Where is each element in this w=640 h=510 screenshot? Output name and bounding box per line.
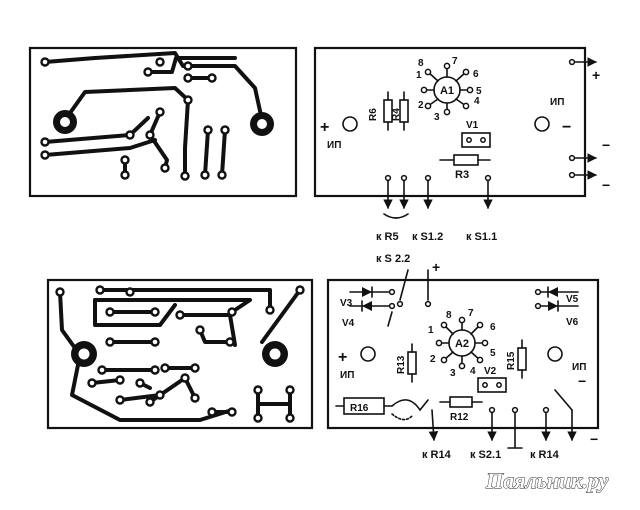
label-minus-mid-right: − <box>602 137 610 153</box>
label-v3: V3 <box>340 298 353 309</box>
board-1-mount-holes <box>342 116 550 132</box>
a2-pin-4: 4 <box>470 366 476 377</box>
component-v1: V1 <box>461 120 491 148</box>
watermark: Паяльник.ру <box>485 468 609 493</box>
pin-4: 4 <box>474 96 480 107</box>
pin-7: 7 <box>452 56 458 67</box>
resistor-r15: R15 <box>506 339 527 379</box>
board-2-pads <box>55 285 305 423</box>
resistor-r3: R3 <box>439 154 491 181</box>
a2-pin-7: 7 <box>468 308 474 319</box>
diode-v6: V6 <box>534 300 579 328</box>
chip-a1-pin-numbers: 1 2 3 4 5 6 7 8 <box>416 56 482 123</box>
board-1-mount-rings <box>53 110 274 136</box>
resistor-r12: R12 <box>439 396 483 423</box>
label-ip-left: ИП <box>327 140 341 151</box>
board-2-mount-holes <box>360 346 563 362</box>
diode-v3: V3 <box>340 286 396 309</box>
label-v5: V5 <box>566 294 579 305</box>
a2-pin-8: 8 <box>446 310 452 321</box>
label-a2: A2 <box>455 338 469 350</box>
chip-a2-pads <box>435 316 489 370</box>
label-to-s11: к S1.1 <box>466 231 497 243</box>
board-1-component-side: A1 1 2 3 4 5 6 7 8 <box>313 46 610 243</box>
resistor-r4: R4 <box>391 91 409 131</box>
board-1-right-leads: + − − <box>568 57 610 193</box>
board-1-pads <box>40 57 230 181</box>
label-minus-b2: − <box>578 373 586 389</box>
switch-s22-leads: к S 2.2 + <box>376 253 440 327</box>
chip-a1: A1 1 2 3 4 5 6 7 8 <box>416 56 482 123</box>
board-2-copper-side <box>46 278 314 430</box>
component-v2: V2 <box>477 366 507 393</box>
label-plus-top-right: + <box>592 67 600 83</box>
label-v2: V2 <box>484 366 497 377</box>
pin-6: 6 <box>473 69 479 80</box>
resistor-r13: R13 <box>396 343 417 383</box>
label-minus-b2-bottom: − <box>590 431 598 447</box>
label-a1: A1 <box>440 85 454 97</box>
board-1-output-leads <box>383 174 493 219</box>
pin-1: 1 <box>416 70 422 81</box>
label-minus-bot-right: − <box>602 177 610 193</box>
pin-5: 5 <box>476 86 482 97</box>
a2-pin-5: 5 <box>490 348 496 359</box>
label-r15: R15 <box>506 351 517 370</box>
label-ip-b2-left: ИП <box>340 370 354 381</box>
label-r16: R16 <box>350 403 369 414</box>
label-r13: R13 <box>396 355 407 374</box>
diode-v4: V4 <box>342 300 396 329</box>
board-2-component-side: V3 V4 V5 V6 к S 2.2 + <box>326 253 600 461</box>
board-2-mount-rings <box>71 341 288 367</box>
label-plus-b2: + <box>338 349 347 366</box>
label-plus-left: + <box>320 119 329 136</box>
chip-a2-pin-numbers: 1 2 3 4 5 6 7 8 <box>428 308 496 379</box>
a2-pin-3: 3 <box>450 368 456 379</box>
diode-v5: V5 <box>534 286 579 305</box>
label-to-s22: к S 2.2 <box>376 253 410 265</box>
label-r12: R12 <box>450 412 469 423</box>
label-v1: V1 <box>466 120 479 131</box>
chip-a1-pads <box>420 62 474 116</box>
a2-pin-6: 6 <box>490 322 496 333</box>
label-plus-s22: + <box>432 259 440 275</box>
label-to-r5: к R5 <box>376 231 399 243</box>
label-r4: R4 <box>391 108 402 121</box>
a2-pin-1: 1 <box>428 325 434 336</box>
board-2-output-leads <box>428 389 577 449</box>
pin-2: 2 <box>418 100 424 111</box>
label-v6: V6 <box>566 317 579 328</box>
label-r3: R3 <box>455 169 469 181</box>
label-to-r14-left: к R14 <box>422 449 452 461</box>
label-to-r14-right: к R14 <box>530 449 560 461</box>
pin-8: 8 <box>418 58 424 69</box>
chip-a2: A2 1 2 3 4 5 6 7 8 <box>428 308 496 379</box>
label-r6: R6 <box>368 108 379 121</box>
label-ip-right: ИП <box>550 97 564 108</box>
label-to-s21: к S2.1 <box>470 449 501 461</box>
label-to-s12: к S1.2 <box>412 231 443 243</box>
label-ip-b2-right: ИП <box>572 362 586 373</box>
resistor-r16: R16 <box>335 397 429 421</box>
a2-pin-2: 2 <box>430 354 436 365</box>
resistor-r6: R6 <box>368 91 393 131</box>
board-1-copper-side <box>28 46 298 198</box>
label-minus-right: − <box>562 119 571 136</box>
pin-3: 3 <box>434 112 440 123</box>
label-v4: V4 <box>342 318 355 329</box>
